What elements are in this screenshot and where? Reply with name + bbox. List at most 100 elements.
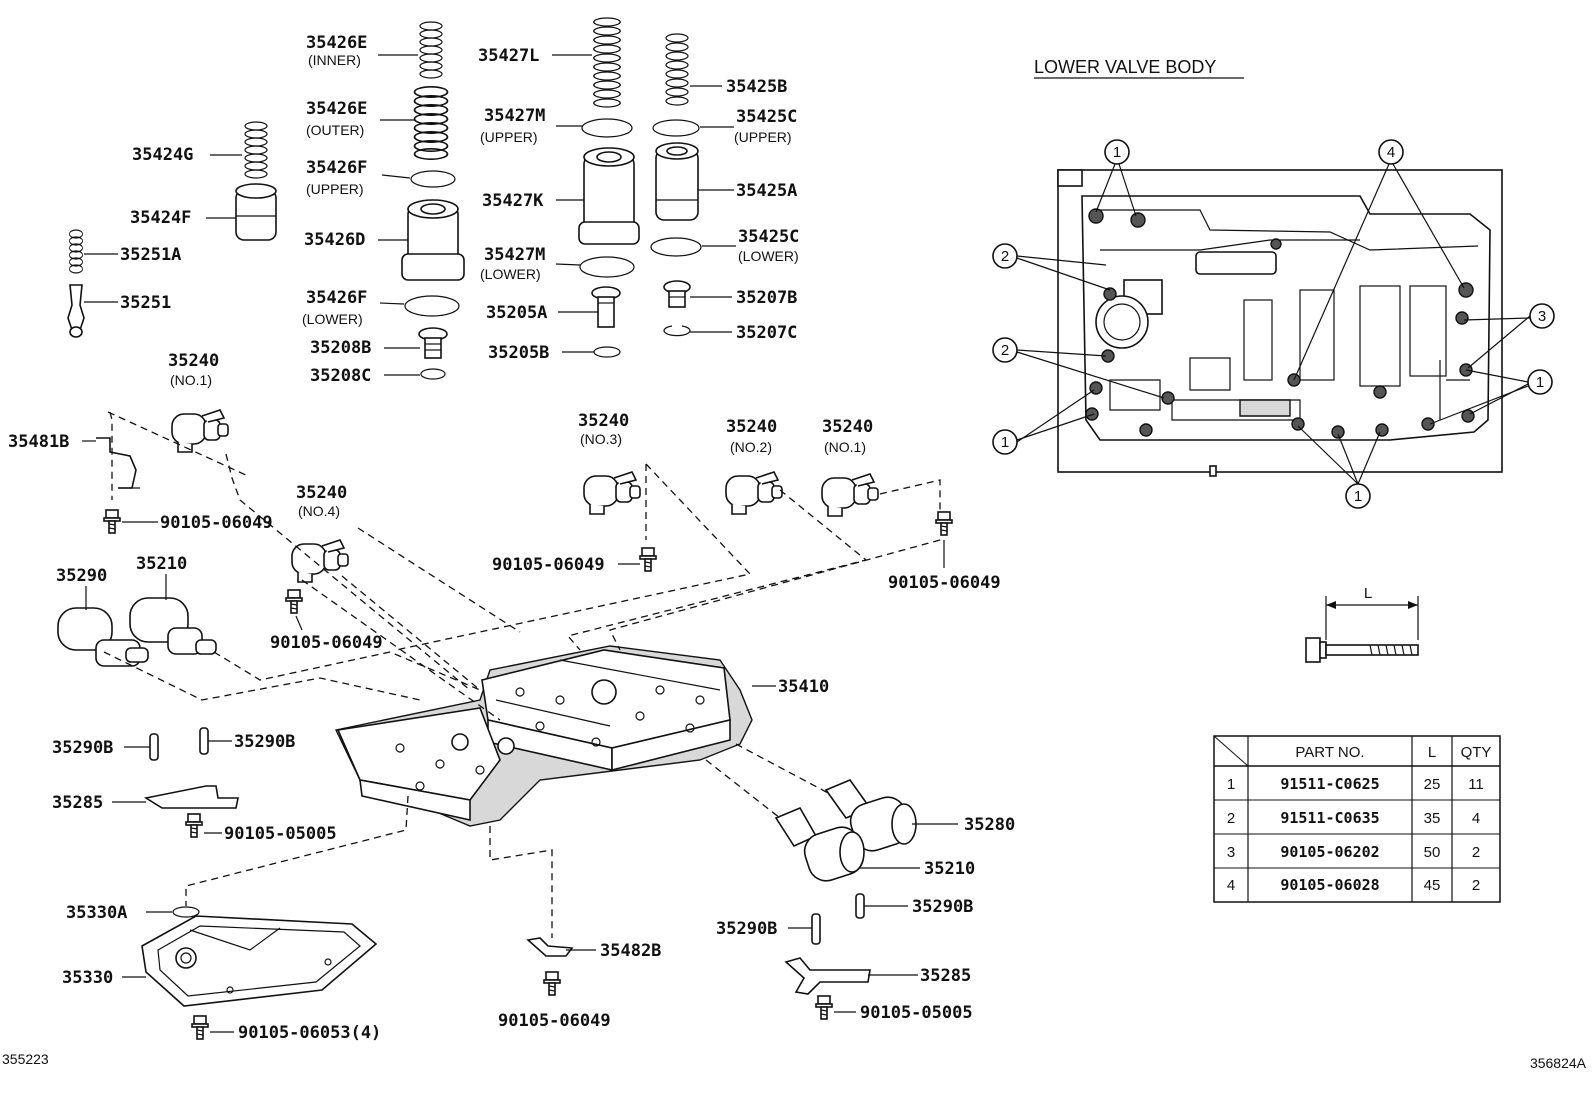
pin-35290b-d xyxy=(811,913,821,945)
label-35280: 35280 xyxy=(964,815,1015,835)
valve-body-35410 xyxy=(334,645,753,827)
label-bolt-90105-05005-left: 90105-05005 xyxy=(224,824,337,844)
sleeve-35425a xyxy=(655,142,699,221)
spring-35424g xyxy=(244,121,268,179)
label-35426e-inner: 35426E xyxy=(306,33,367,53)
pin-35290b-b xyxy=(199,727,209,755)
table-row-1-l: 25 xyxy=(1424,776,1441,793)
callout-1-bottom: 1 xyxy=(1345,483,1371,509)
ring-35426f-upper xyxy=(410,170,456,188)
label-35427k: 35427K xyxy=(482,191,544,211)
label-bolt-90105-06049-d: 90105-06049 xyxy=(888,573,1001,593)
solenoid-35210-right xyxy=(774,806,865,882)
label-35240-no4: 35240 xyxy=(296,483,347,503)
label-35425c-lower-sub: (LOWER) xyxy=(738,248,799,264)
parts-table: PART NO. L QTY 1 91511-C0625 25 11 2 915… xyxy=(1213,735,1501,903)
table-header-l: L xyxy=(1428,744,1436,761)
callout-2-lower: 2 xyxy=(992,337,1018,363)
label-35427l: 35427L xyxy=(478,46,539,66)
svg-text:2: 2 xyxy=(1001,342,1009,359)
label-35330: 35330 xyxy=(62,968,113,988)
label-35330a: 35330A xyxy=(66,903,127,923)
callout-2-upper: 2 xyxy=(992,243,1018,269)
label-bolt-90105-06049-f: 90105-06049 xyxy=(498,1011,611,1031)
label-35251: 35251 xyxy=(120,293,171,313)
image-code-right: 356824A xyxy=(1530,1055,1587,1071)
label-35210-right: 35210 xyxy=(924,859,975,879)
label-35482b: 35482B xyxy=(600,941,661,961)
label-35427m-upper-sub: (UPPER) xyxy=(480,129,538,145)
spring-35251a xyxy=(68,229,84,274)
spring-35425b xyxy=(665,33,689,106)
label-35290: 35290 xyxy=(56,566,107,586)
label-35205b: 35205B xyxy=(488,343,549,363)
table-row-2-qty: 4 xyxy=(1472,810,1480,827)
table-row-4-qty: 2 xyxy=(1472,877,1480,894)
part-labels: 35426E (INNER) 35426E (OUTER) 35426F (UP… xyxy=(8,33,1015,1043)
ring-35427m-lower xyxy=(579,256,635,278)
plug-35205a xyxy=(591,286,621,328)
solenoid-35240-no4 xyxy=(291,539,349,583)
label-35240-no1-right: 35240 xyxy=(822,417,873,437)
bolt-90105-06049-f xyxy=(543,971,561,996)
table-header-qty: QTY xyxy=(1461,744,1492,761)
bolt-90105-05005-right xyxy=(815,995,833,1020)
label-35425c-upper-sub: (UPPER) xyxy=(734,129,792,145)
label-35410: 35410 xyxy=(778,677,829,697)
bolt-90105-06049-d xyxy=(935,511,953,536)
label-35205a: 35205A xyxy=(486,303,547,323)
label-35240-no4-sub: (NO.4) xyxy=(298,503,340,519)
sleeve-35426d xyxy=(401,199,465,281)
svg-text:1: 1 xyxy=(1354,488,1362,505)
label-35240-no3-sub: (NO.3) xyxy=(580,431,622,447)
table-header-part-no: PART NO. xyxy=(1295,744,1364,761)
label-35427m-lower-sub: (LOWER) xyxy=(480,266,541,282)
label-bolt-90105-06049-b: 90105-06049 xyxy=(270,633,383,653)
piston-35424f xyxy=(235,183,277,241)
label-35424f: 35424F xyxy=(130,208,191,228)
callout-3-right: 3 xyxy=(1529,303,1555,329)
table-row-3-n: 3 xyxy=(1227,844,1235,861)
table-row-4-l: 45 xyxy=(1424,877,1441,894)
label-35425a: 35425A xyxy=(736,181,797,201)
pin-35290b-a xyxy=(149,733,159,761)
ring-35426f-lower xyxy=(404,295,460,317)
label-35426e-inner-sub: (INNER) xyxy=(308,52,361,68)
label-35208c: 35208C xyxy=(310,366,371,386)
label-35427m-lower: 35427M xyxy=(484,245,545,265)
label-35426f-upper-sub: (UPPER) xyxy=(306,181,364,197)
clip-35207c xyxy=(663,325,691,337)
table-row-1-qty: 11 xyxy=(1468,776,1484,793)
label-35240-no1-left-sub: (NO.1) xyxy=(170,372,212,388)
table-row-1-n: 1 xyxy=(1227,776,1235,793)
label-35290b-b: 35290B xyxy=(234,732,295,752)
label-35285-right: 35285 xyxy=(920,966,971,986)
label-35427m-upper: 35427M xyxy=(484,106,545,126)
label-35425c-lower: 35425C xyxy=(738,227,799,247)
bolt-90105-06049-c xyxy=(639,547,657,572)
label-35290b-a: 35290B xyxy=(52,738,113,758)
plug-35208b xyxy=(418,327,448,359)
label-bolt-90105-06049-c: 90105-06049 xyxy=(492,555,605,575)
bracket-35481b xyxy=(96,437,140,489)
spring-35426e-inner xyxy=(419,21,443,79)
spring-35427l xyxy=(593,17,621,108)
table-row-3-qty: 2 xyxy=(1472,844,1480,861)
label-35424g: 35424G xyxy=(132,145,193,165)
label-35251a: 35251A xyxy=(120,245,181,265)
solenoid-35240-no2 xyxy=(725,471,783,515)
oring-35330a xyxy=(172,906,200,918)
label-35208b: 35208B xyxy=(310,338,371,358)
label-35426e-outer-sub: (OUTER) xyxy=(306,122,364,138)
table-row-2-n: 2 xyxy=(1227,810,1235,827)
label-35426f-lower-sub: (LOWER) xyxy=(302,311,363,327)
label-35240-no3: 35240 xyxy=(578,411,629,431)
label-35425c-upper: 35425C xyxy=(736,107,797,127)
table-row-3-l: 50 xyxy=(1424,844,1441,861)
label-35207b: 35207B xyxy=(736,288,797,308)
svg-text:1: 1 xyxy=(1536,374,1544,391)
pin-35290b-c xyxy=(855,893,865,919)
clip-35205b xyxy=(593,346,621,358)
table-row-3-part: 90105-06202 xyxy=(1280,843,1379,861)
label-35290b-c: 35290B xyxy=(912,897,973,917)
